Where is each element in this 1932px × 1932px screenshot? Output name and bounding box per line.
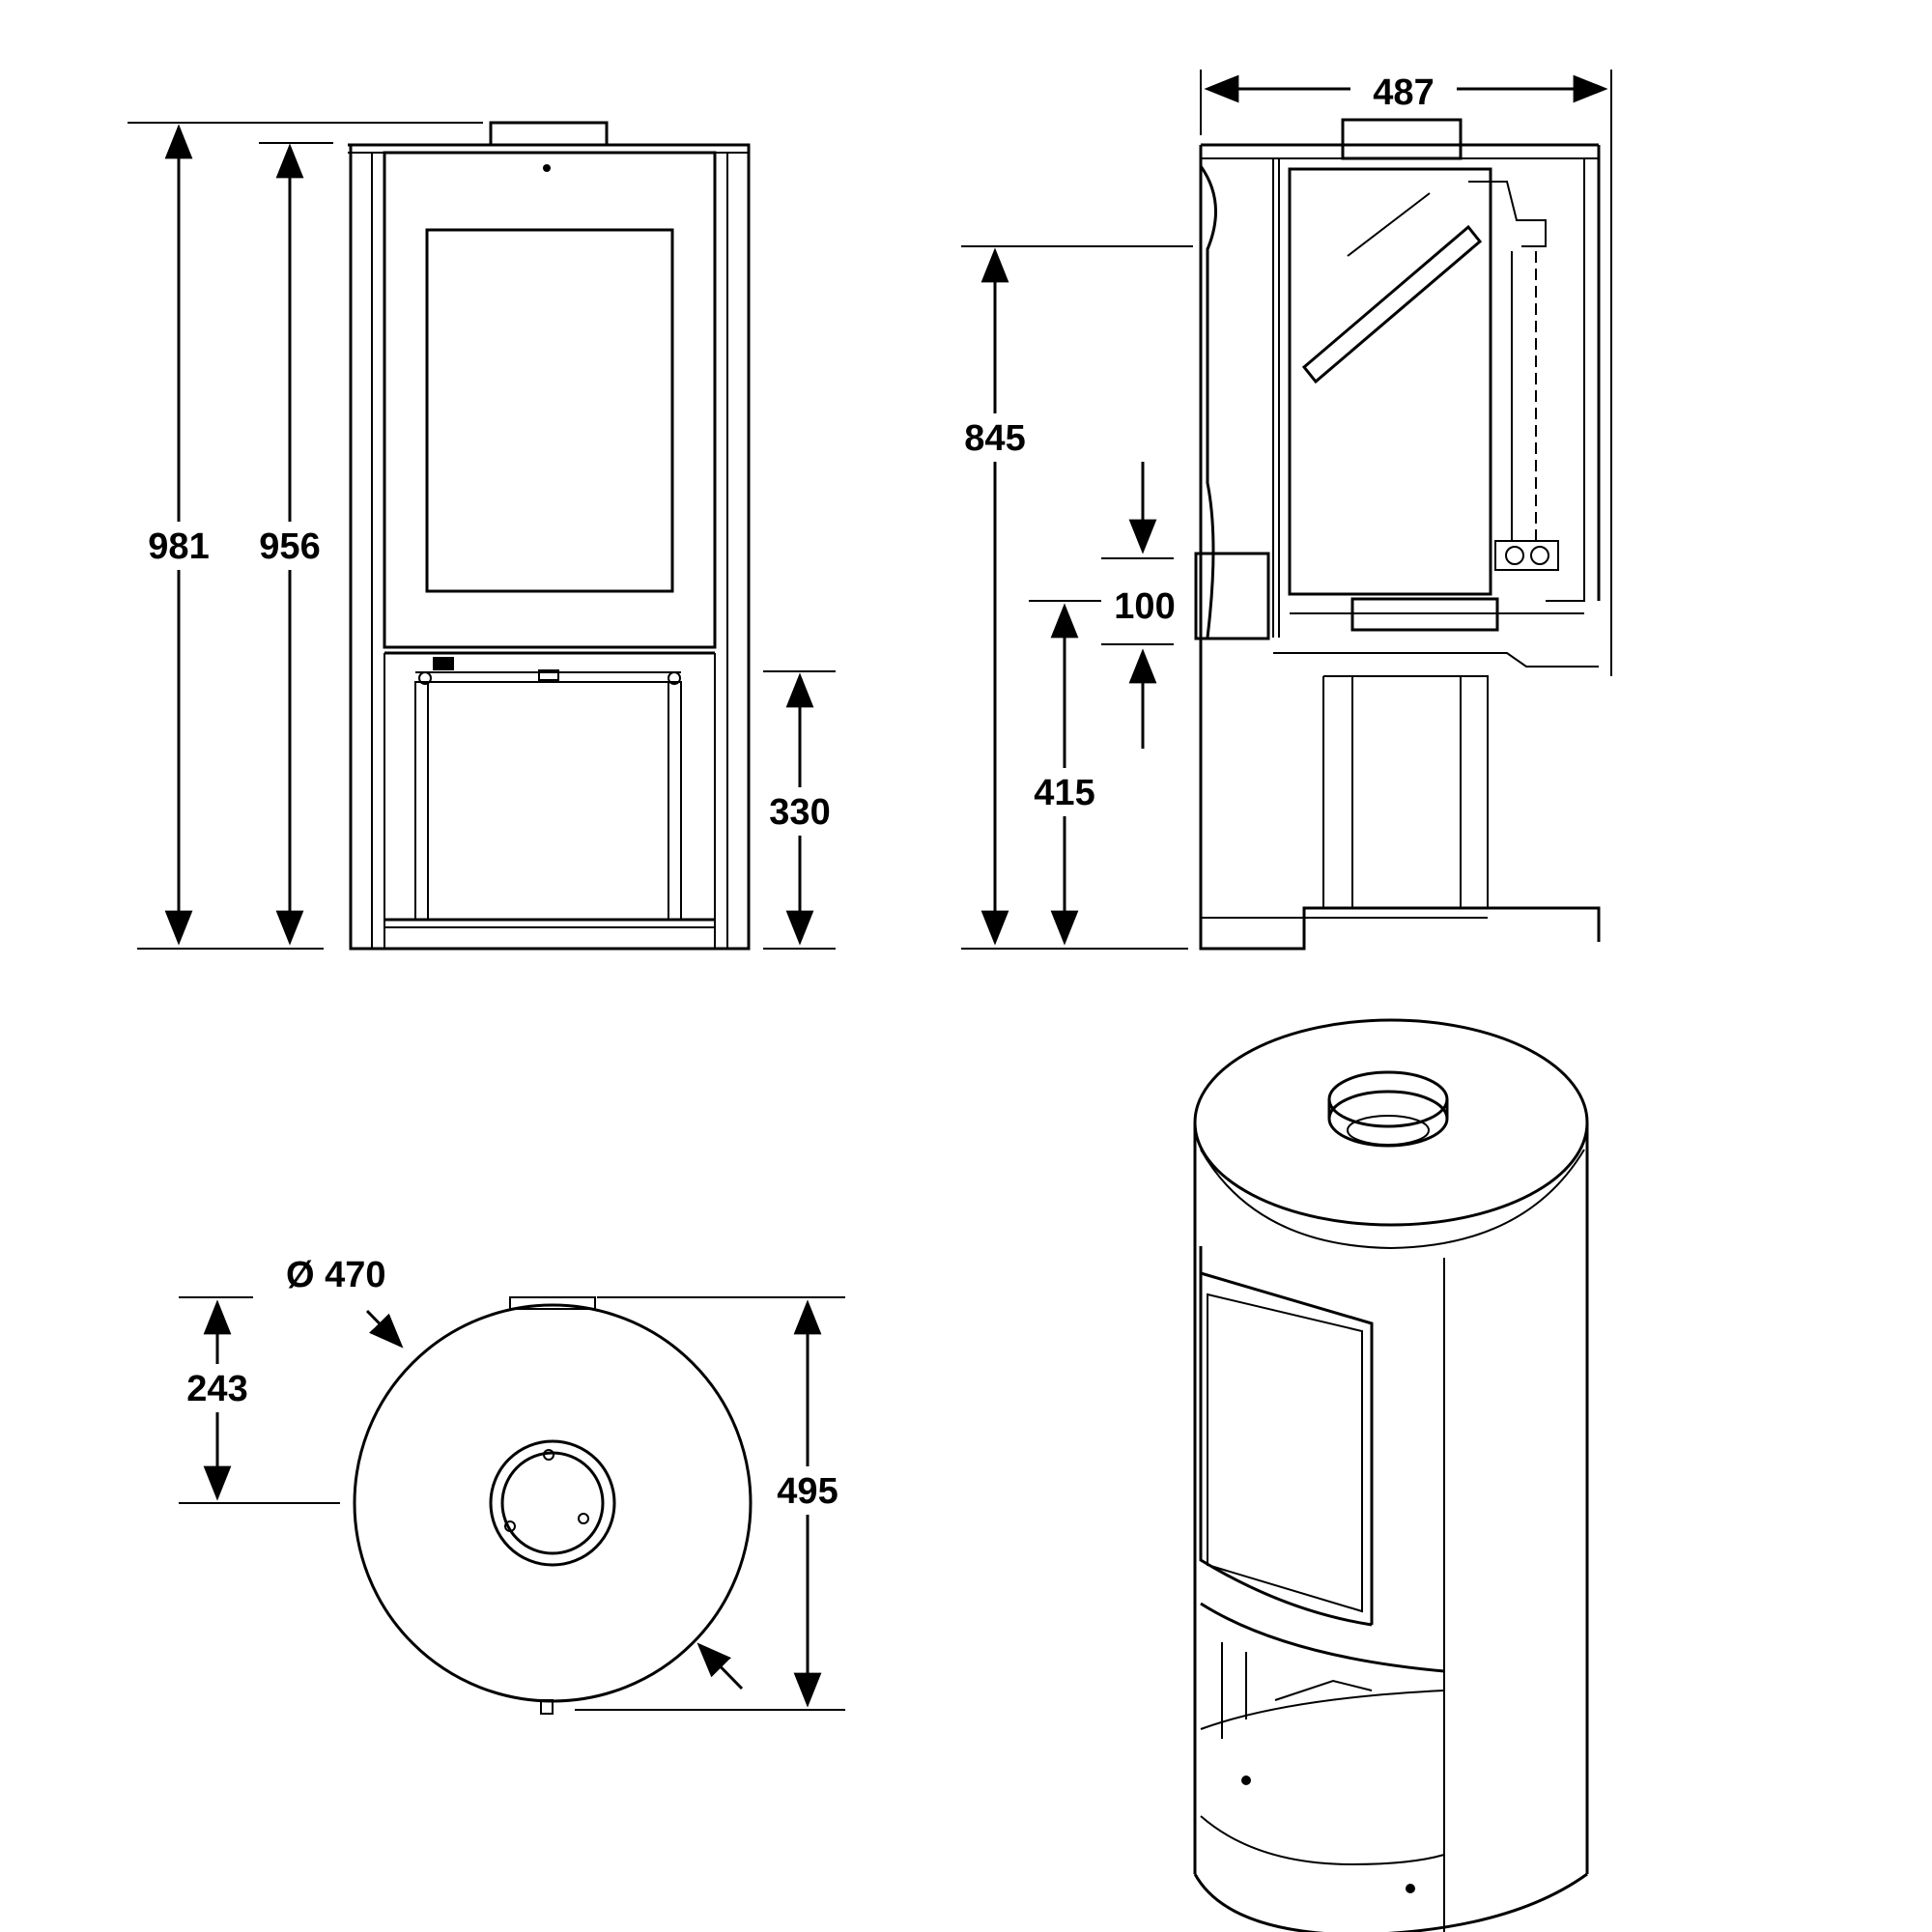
stove-door xyxy=(383,151,717,649)
stove-outer-body xyxy=(349,143,751,951)
front-dimensions: 981 956 330 xyxy=(128,122,846,950)
perspective-view xyxy=(1193,1018,1589,1932)
depth-label: 495 xyxy=(777,1471,838,1512)
total-height-label: 981 xyxy=(148,526,209,567)
body-height-label: 956 xyxy=(259,526,320,567)
diameter-arrow-upper xyxy=(365,1309,404,1349)
top-rear-tab xyxy=(509,1296,596,1310)
width-label: 487 xyxy=(1373,72,1434,113)
top-plate-circle xyxy=(353,1303,753,1703)
firebox xyxy=(1288,167,1492,596)
top-view xyxy=(353,1296,753,1715)
flue-diameter-label: 100 xyxy=(1114,586,1175,627)
side-dimensions: 487 845 100 415 xyxy=(947,70,1612,950)
flue-collar xyxy=(489,121,609,147)
log-store-height-label: 330 xyxy=(769,792,830,833)
air-inlet xyxy=(1194,552,1270,640)
front-view xyxy=(348,121,751,951)
flue-offset-label: 243 xyxy=(186,1369,247,1409)
side-view xyxy=(1194,118,1601,951)
top-dimensions: Ø 470 243 495 xyxy=(172,1255,854,1711)
perspective-top xyxy=(1193,1018,1589,1227)
log-store xyxy=(414,681,682,921)
flue-height-label: 845 xyxy=(964,418,1025,459)
top-flue-outer xyxy=(489,1439,616,1567)
diameter-arrow-lower xyxy=(696,1642,744,1690)
door-glass xyxy=(425,228,674,593)
perspective-door xyxy=(1199,1246,1373,1627)
perspective-glass xyxy=(1207,1293,1363,1613)
diameter-label: Ø 470 xyxy=(286,1255,386,1295)
side-height-label: 415 xyxy=(1034,773,1094,813)
top-flue-inner xyxy=(500,1451,605,1555)
side-flue-collar xyxy=(1341,118,1463,160)
top-front-tab xyxy=(540,1699,554,1715)
